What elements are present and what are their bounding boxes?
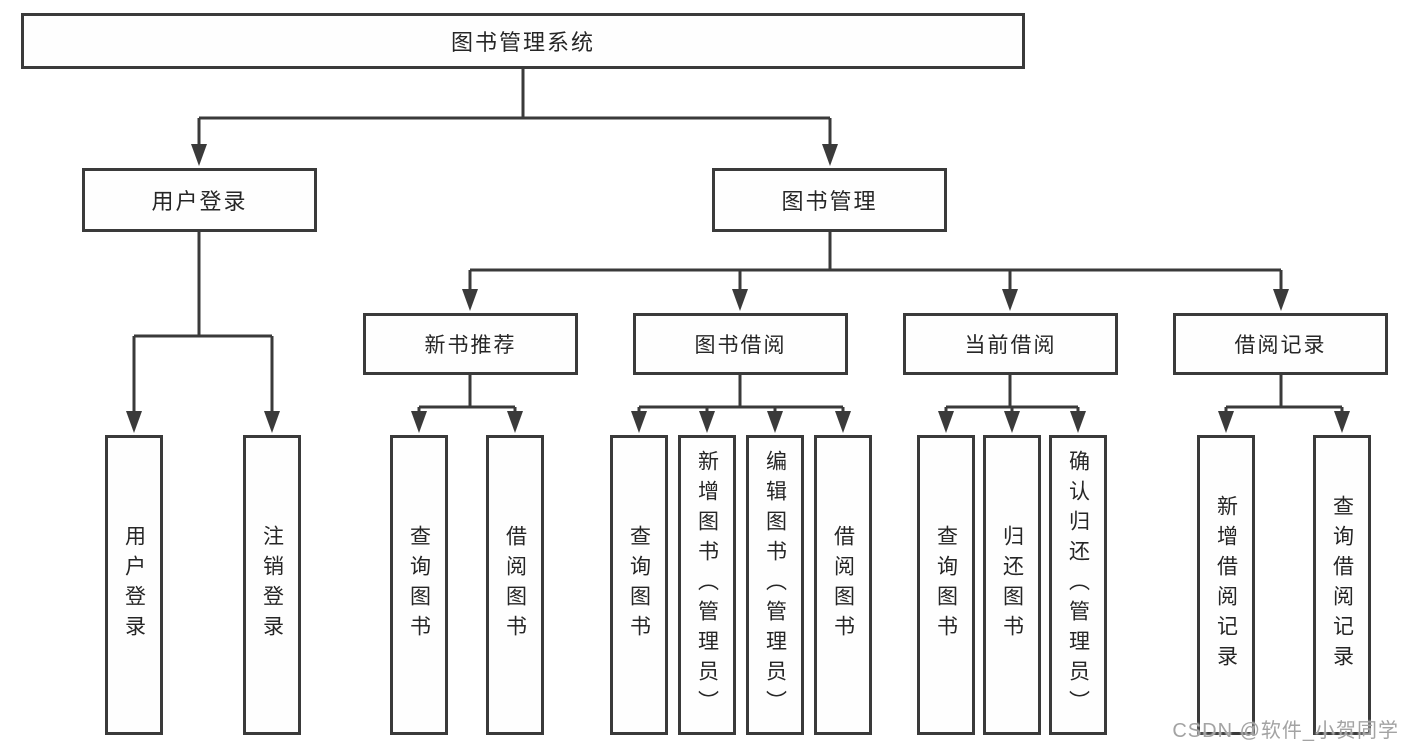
leaf-borrow-books-recommend: 借阅图书	[486, 435, 544, 735]
leaf-user-login: 用户登录	[105, 435, 163, 735]
leaf-label: 借阅图书	[831, 525, 855, 645]
node-label: 图书管理	[781, 189, 878, 214]
leaf-query-books-borrowing: 查询图书	[610, 435, 668, 735]
node-label: 当前借阅	[964, 334, 1057, 357]
node-label: 用户登录	[151, 189, 248, 214]
node-label: 借阅记录	[1234, 334, 1327, 357]
leaf-query-books-current: 查询图书	[917, 435, 975, 735]
leaf-label: 查询图书	[934, 525, 958, 645]
leaf-label: 查询图书	[407, 525, 431, 645]
node-current-borrowing: 当前借阅	[903, 313, 1118, 375]
node-label: 图书管理系统	[450, 30, 595, 55]
leaf-label: 新增图书（管理员）	[695, 450, 719, 720]
leaf-confirm-return-admin: 确认归还（管理员）	[1049, 435, 1107, 735]
node-new-book-recommendation: 新书推荐	[363, 313, 578, 375]
node-book-borrowing: 图书借阅	[633, 313, 848, 375]
leaf-label: 借阅图书	[503, 525, 527, 645]
leaf-label: 用户登录	[122, 525, 146, 645]
node-label: 新书推荐	[424, 334, 517, 357]
leaf-label: 确认归还（管理员）	[1066, 450, 1090, 720]
node-book-management: 图书管理	[712, 168, 947, 232]
csdn-watermark: CSDN @软件_小贺同学	[1172, 720, 1399, 742]
leaf-add-borrow-record: 新增借阅记录	[1197, 435, 1255, 735]
leaf-label: 注销登录	[260, 525, 284, 645]
node-book-management-system: 图书管理系统	[21, 13, 1025, 69]
leaf-label: 查询借阅记录	[1330, 495, 1354, 675]
leaf-logout: 注销登录	[243, 435, 301, 735]
node-borrowing-records: 借阅记录	[1173, 313, 1388, 375]
leaf-query-books-recommend: 查询图书	[390, 435, 448, 735]
leaf-label: 编辑图书（管理员）	[763, 450, 787, 720]
arrowhead-icons	[126, 144, 1350, 433]
leaf-edit-book-admin: 编辑图书（管理员）	[746, 435, 804, 735]
leaf-add-book-admin: 新增图书（管理员）	[678, 435, 736, 735]
leaf-query-borrow-record: 查询借阅记录	[1313, 435, 1371, 735]
leaf-return-books: 归还图书	[983, 435, 1041, 735]
leaf-label: 新增借阅记录	[1214, 495, 1238, 675]
leaf-borrow-books: 借阅图书	[814, 435, 872, 735]
node-user-login: 用户登录	[82, 168, 317, 232]
node-label: 图书借阅	[694, 334, 787, 357]
leaf-label: 归还图书	[1000, 525, 1024, 645]
leaf-label: 查询图书	[627, 525, 651, 645]
